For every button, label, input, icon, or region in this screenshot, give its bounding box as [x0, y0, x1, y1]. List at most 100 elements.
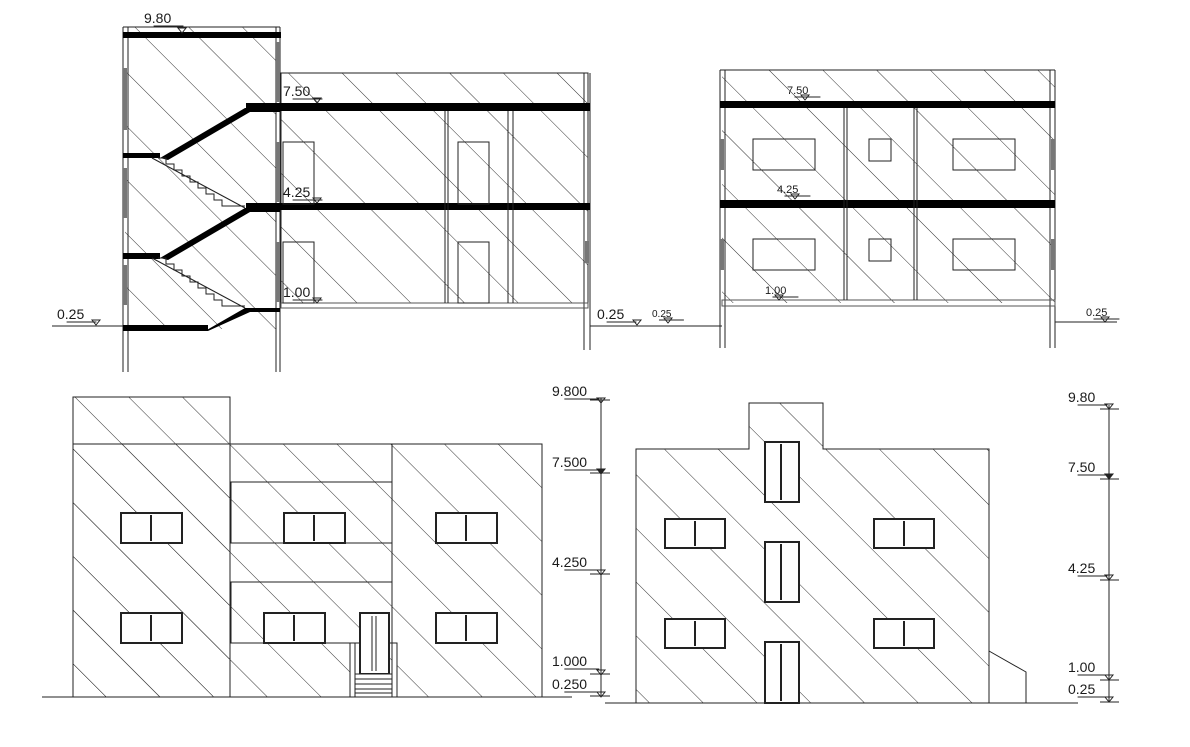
entrance-door — [359, 612, 390, 675]
floor-slab-4.25 — [720, 200, 1055, 208]
window — [873, 618, 935, 649]
wall-opening — [123, 265, 127, 305]
level-label: 4.25 — [777, 184, 798, 196]
level-label: 9.80 — [1068, 389, 1095, 405]
stair-window — [764, 441, 800, 503]
level-label: 7.500 — [552, 454, 587, 470]
door — [457, 141, 490, 205]
level-label: 1.00 — [283, 284, 310, 300]
floor-slab-1.00 — [280, 302, 589, 309]
level-marker-icon — [595, 468, 607, 475]
wall-opening — [1051, 139, 1055, 170]
stair-flight — [160, 208, 280, 260]
level-marker-icon — [311, 97, 323, 104]
stair-flight — [160, 108, 280, 160]
level-marker-icon — [311, 297, 323, 304]
level-label: 4.25 — [1068, 560, 1095, 576]
level-label: 4.250 — [552, 554, 587, 570]
stair-steps — [158, 257, 245, 307]
level-marker-icon — [1103, 696, 1115, 703]
entrance-canopy — [988, 650, 1027, 703]
landing-slab — [123, 153, 160, 158]
stair-door — [764, 641, 800, 704]
window — [435, 512, 498, 544]
level-marker-icon — [595, 691, 607, 698]
stair-stringer — [151, 157, 246, 209]
level-label: 9.80 — [144, 10, 171, 26]
window — [263, 612, 326, 644]
door — [282, 141, 315, 205]
level-label: 0.25 — [597, 306, 624, 322]
level-marker-icon — [176, 27, 188, 34]
stair-flight — [205, 308, 280, 331]
window — [435, 612, 498, 644]
window-opening — [752, 238, 816, 271]
wall-opening — [123, 168, 127, 218]
window-opening — [752, 138, 816, 171]
level-label: 7.50 — [787, 85, 808, 97]
window-opening — [952, 138, 1016, 171]
level-marker-icon — [1103, 403, 1115, 410]
level-label: 0.25 — [1086, 307, 1107, 319]
floor-slab-7.50 — [246, 103, 590, 111]
level-marker-icon — [1103, 574, 1115, 581]
window — [283, 512, 346, 544]
window — [120, 612, 183, 644]
door — [457, 241, 490, 304]
level-marker-icon — [799, 94, 811, 101]
window — [664, 518, 726, 549]
wall-opening — [123, 68, 127, 130]
window — [664, 618, 726, 649]
section-b: 7.50 4.25 1.00 0.25 — [719, 69, 1120, 348]
roof-slab — [123, 32, 281, 38]
level-marker-icon — [1103, 473, 1115, 480]
level-marker-icon — [90, 319, 102, 326]
section-a: 9.80 7.50 4.25 1.00 0.25 0.25 0.25 — [52, 10, 722, 372]
wall-opening — [585, 241, 589, 263]
level-label: 9.800 — [552, 383, 587, 399]
wall-opening — [276, 242, 280, 302]
section-b-hatch — [722, 70, 1055, 303]
level-marker-icon — [773, 294, 785, 301]
level-label: 1.000 — [552, 653, 587, 669]
window — [873, 518, 935, 549]
window-opening — [868, 238, 892, 262]
ground-slab — [123, 325, 208, 331]
floor-slab-7.50 — [720, 101, 1055, 108]
floor-slab-1.00 — [721, 299, 1056, 307]
window-opening — [952, 238, 1016, 271]
side-elevation: 9.80 7.50 4.25 1.00 0.25 — [605, 389, 1119, 704]
window — [120, 512, 183, 544]
wall-opening — [720, 139, 724, 170]
level-marker-icon — [595, 569, 607, 576]
stair-steps — [158, 157, 245, 207]
stair-stringer — [151, 257, 246, 309]
level-label: 0.25 — [57, 306, 84, 322]
level-marker-icon — [1103, 674, 1115, 681]
level-label: 7.50 — [1068, 459, 1095, 475]
stair-window — [764, 541, 800, 603]
side-mass — [635, 402, 990, 704]
level-marker-icon — [1099, 316, 1111, 323]
rooms-block-hatch — [281, 73, 588, 303]
wall-opening — [276, 142, 280, 202]
level-marker-icon — [311, 197, 323, 204]
stair-tower-hatch — [125, 27, 276, 329]
landing-slab — [123, 253, 160, 259]
level-label: 4.25 — [283, 184, 310, 200]
level-label: 7.50 — [283, 83, 310, 99]
level-marker-icon — [789, 193, 801, 200]
wall-opening — [1051, 239, 1055, 270]
wall-opening — [276, 42, 280, 102]
level-label: 1.00 — [1068, 659, 1095, 675]
wall-opening — [720, 239, 724, 270]
door — [282, 241, 315, 304]
window-opening — [868, 138, 892, 162]
level-label: 0.25 — [652, 309, 672, 320]
main-mass — [72, 443, 543, 698]
level-marker-icon — [631, 319, 643, 326]
front-elevation: 9.800 7.500 4.250 1.000 0.250 — [42, 383, 610, 698]
level-marker-icon — [595, 397, 607, 404]
floor-slab-4.25 — [246, 203, 590, 210]
